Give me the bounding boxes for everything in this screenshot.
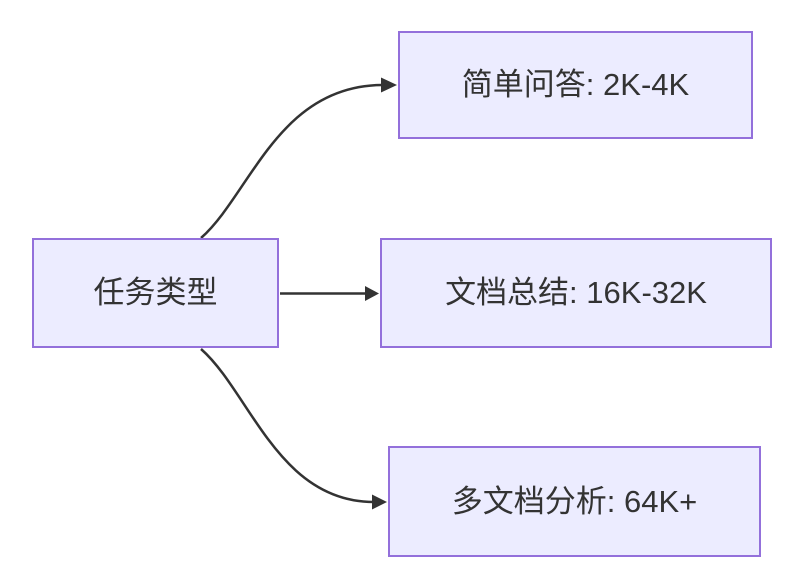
node-doc-summary-label: 文档总结: 16K-32K [445,275,707,311]
edge-task-to-doc-summary-arrowhead-icon [365,286,379,301]
node-doc-summary: 文档总结: 16K-32K [380,238,772,348]
edge-task-to-simple-qa-arrowhead-icon [381,77,397,93]
node-task-type-label: 任务类型 [93,275,218,311]
edge-task-to-multi-doc [200,348,375,504]
node-multi-doc-analysis: 多文档分析: 64K+ [388,446,761,557]
node-task-type: 任务类型 [32,238,279,348]
edge-task-to-multi-doc-arrowhead-icon [372,494,387,510]
node-simple-qa: 简单问答: 2K-4K [398,31,753,139]
node-simple-qa-label: 简单问答: 2K-4K [461,67,690,103]
node-multi-doc-analysis-label: 多文档分析: 64K+ [451,483,698,519]
edge-task-to-simple-qa [200,83,384,239]
